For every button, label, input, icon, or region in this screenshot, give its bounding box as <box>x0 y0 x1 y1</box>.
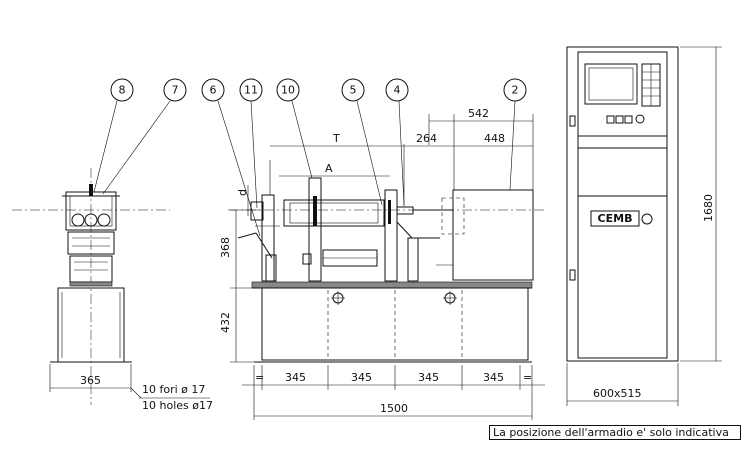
dim-1500: 1500 <box>380 402 408 415</box>
callout-4: 4 <box>394 84 401 97</box>
cabinet-logo: CEMB <box>598 212 633 225</box>
callout-10: 10 <box>281 84 295 97</box>
control-cabinet <box>566 46 722 406</box>
dim-1680: 1680 <box>702 194 715 222</box>
dim-t: T <box>332 132 340 145</box>
callout-6: 6 <box>210 84 217 97</box>
dim-368: 368 <box>219 237 232 258</box>
dim-365: 365 <box>80 374 101 387</box>
dim-600x515: 600x515 <box>593 387 642 400</box>
callout-11: 11 <box>244 84 258 97</box>
equal-mark-left: = <box>255 371 264 384</box>
dim-345-4: 345 <box>483 371 504 384</box>
dim-264: 264 <box>416 132 437 145</box>
callout-8: 8 <box>119 84 126 97</box>
cabinet-position-note: La posizione dell'armadio e' solo indica… <box>489 425 741 440</box>
machine-side-view <box>217 100 545 420</box>
callout-circles: 8 7 6 11 10 5 4 2 <box>110 78 527 102</box>
dim-345-3: 345 <box>418 371 439 384</box>
holes-note-en: 10 holes ø17 <box>142 399 213 412</box>
holes-note: 10 fori ø 17 10 holes ø17 <box>142 383 213 412</box>
holes-note-it: 10 fori ø 17 <box>142 383 205 396</box>
dim-432: 432 <box>219 312 232 333</box>
callout-7: 7 <box>172 84 179 97</box>
callout-2: 2 <box>512 84 519 97</box>
dim-d: d <box>236 189 249 196</box>
dim-448: 448 <box>484 132 505 145</box>
end-view <box>12 100 210 405</box>
dim-345-1: 345 <box>285 371 306 384</box>
dim-542: 542 <box>468 107 489 120</box>
dim-a: A <box>325 162 333 175</box>
callout-5: 5 <box>350 84 357 97</box>
equal-mark-right: = <box>523 371 532 384</box>
dim-345-2: 345 <box>351 371 372 384</box>
dimension-labels: T A d 264 448 542 368 432 365 345 345 34… <box>80 107 715 415</box>
